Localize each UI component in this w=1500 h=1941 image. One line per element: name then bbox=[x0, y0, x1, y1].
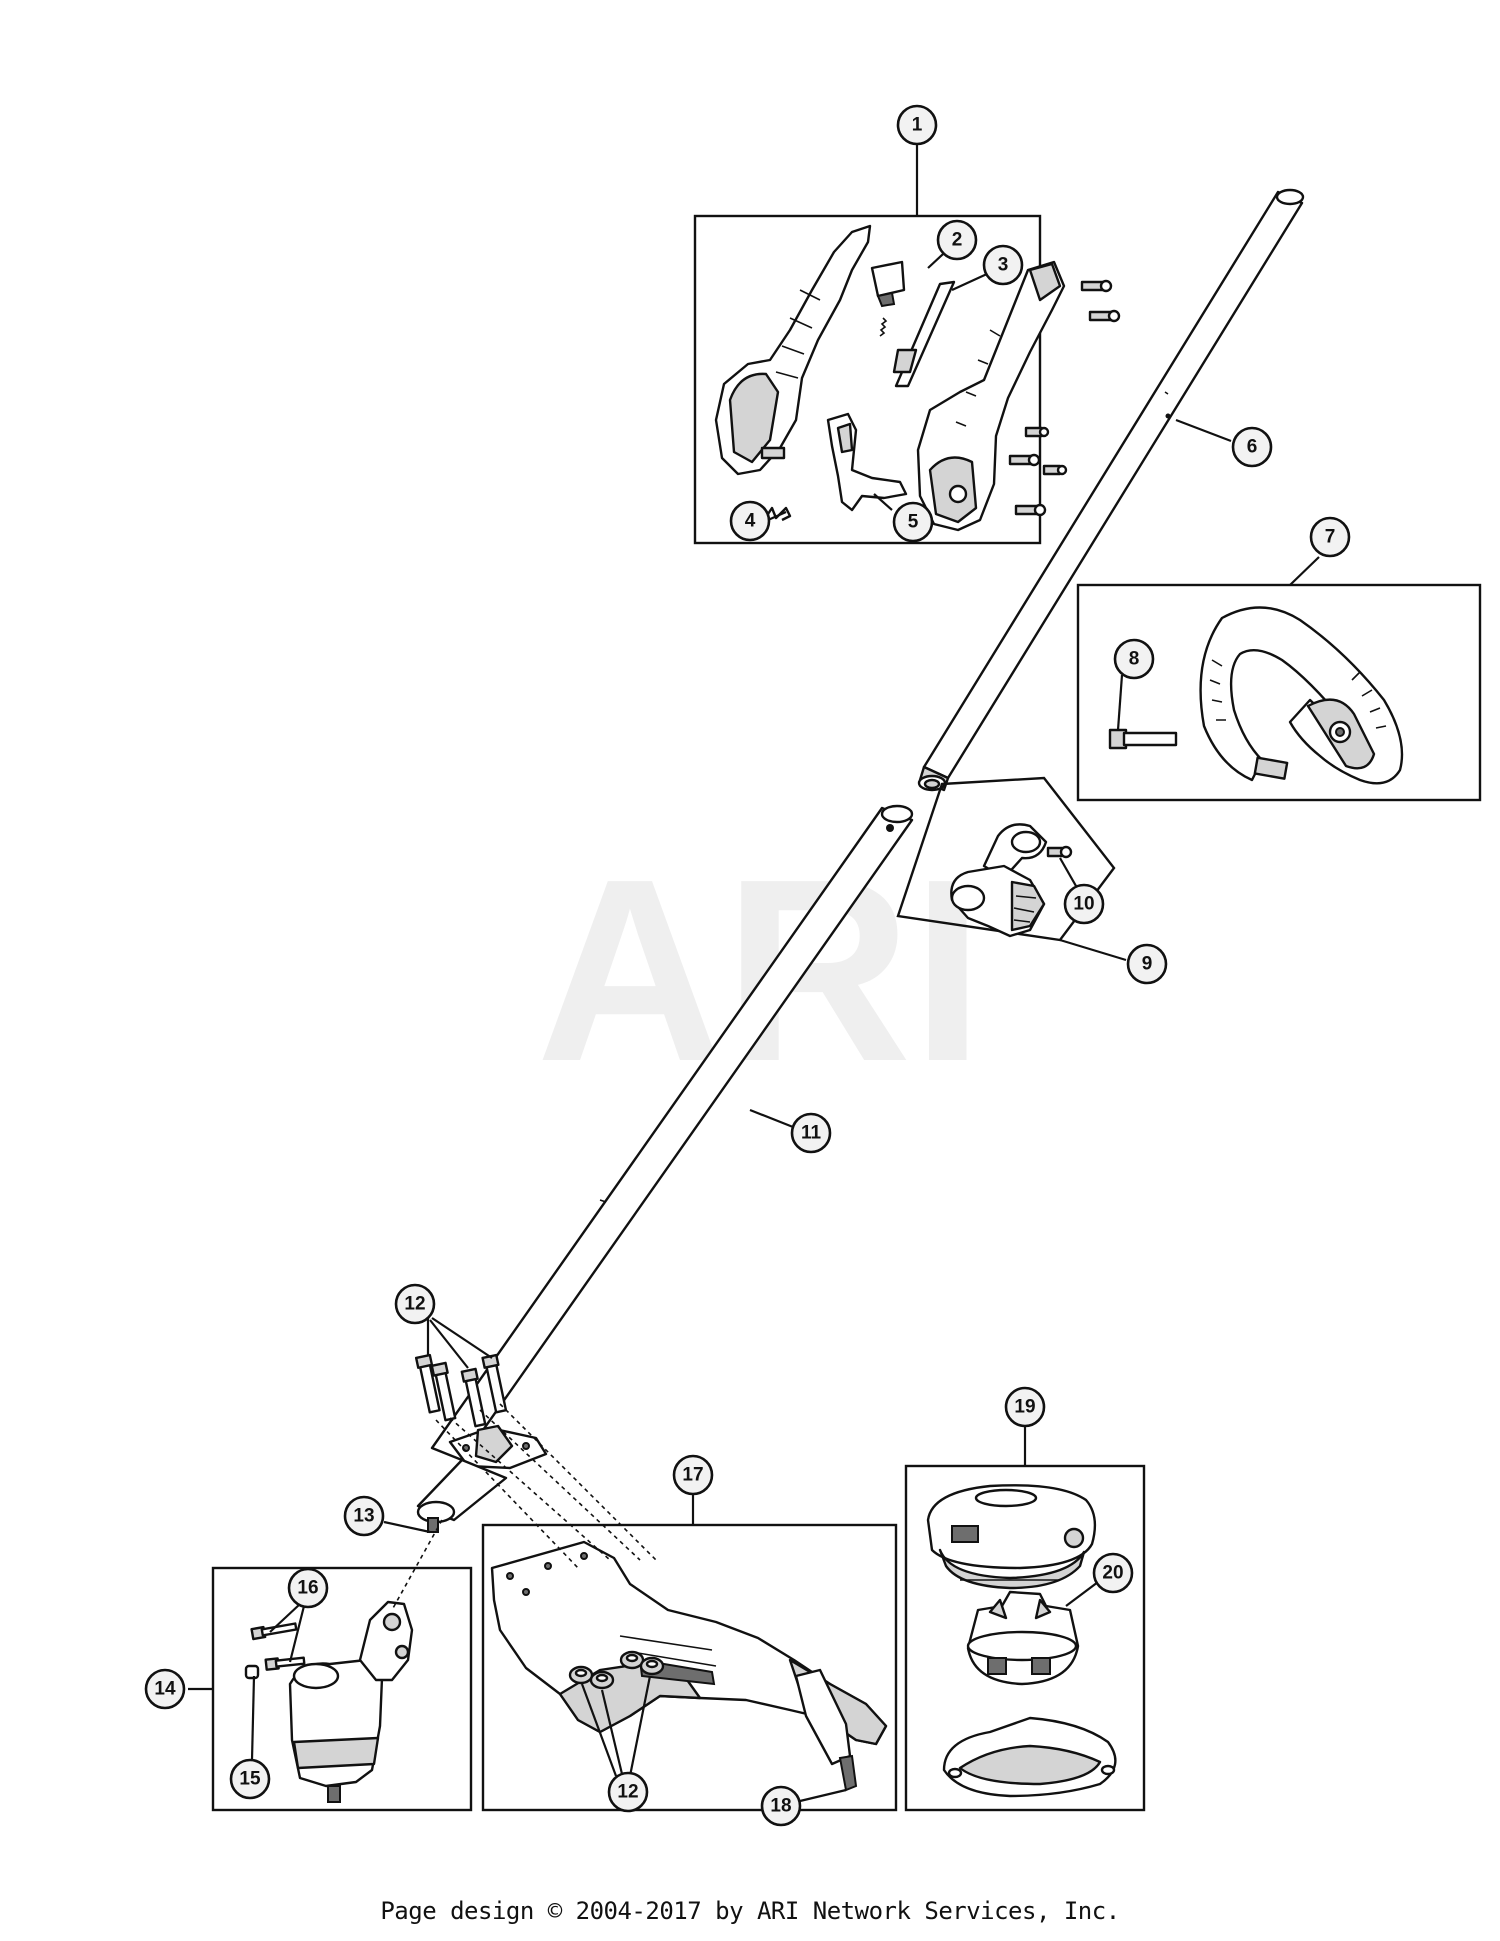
spool-cover[interactable] bbox=[942, 1716, 1117, 1798]
callout-5: 5 bbox=[892, 501, 934, 543]
guard-box bbox=[481, 1523, 898, 1812]
svg-text:12: 12 bbox=[617, 1782, 638, 1803]
spool-part[interactable] bbox=[966, 1590, 1080, 1686]
loop-handle[interactable] bbox=[1199, 606, 1404, 785]
svg-text:7: 7 bbox=[1325, 527, 1336, 548]
guard-screws[interactable] bbox=[414, 1353, 508, 1428]
callout-14: 14 bbox=[144, 1668, 186, 1710]
leader-lines bbox=[188, 144, 1320, 1803]
svg-text:11: 11 bbox=[801, 1123, 822, 1144]
svg-text:15: 15 bbox=[239, 1769, 261, 1790]
upper-shaft[interactable] bbox=[917, 188, 1305, 792]
callout-1: 1 bbox=[896, 104, 938, 146]
handle-assembly-box bbox=[693, 214, 1042, 545]
svg-text:3: 3 bbox=[998, 255, 1009, 276]
svg-text:13: 13 bbox=[353, 1506, 374, 1527]
svg-text:12: 12 bbox=[404, 1294, 425, 1315]
callout-2: 2 bbox=[936, 219, 978, 261]
svg-text:9: 9 bbox=[1142, 954, 1153, 975]
callout-15: 15 bbox=[229, 1758, 271, 1800]
svg-text:5: 5 bbox=[908, 512, 919, 533]
callout-12-upper: 12 bbox=[394, 1283, 436, 1325]
svg-text:4: 4 bbox=[745, 511, 756, 532]
switch-part[interactable] bbox=[870, 260, 906, 308]
callout-3: 3 bbox=[982, 244, 1024, 286]
callout-20: 20 bbox=[1092, 1552, 1134, 1594]
callout-18: 18 bbox=[760, 1785, 802, 1827]
callout-7: 7 bbox=[1309, 516, 1351, 558]
callout-8: 8 bbox=[1113, 638, 1155, 680]
svg-text:10: 10 bbox=[1073, 894, 1094, 915]
callout-12-lower: 12 bbox=[607, 1771, 649, 1813]
rear-handle-box bbox=[1076, 583, 1482, 802]
drive-shaft-end[interactable] bbox=[416, 1458, 508, 1533]
svg-text:20: 20 bbox=[1102, 1563, 1123, 1584]
trigger-part[interactable] bbox=[826, 412, 908, 512]
housing-screws[interactable] bbox=[1008, 279, 1121, 517]
guard-bracket[interactable] bbox=[448, 1424, 548, 1470]
handle-housing-left[interactable] bbox=[714, 224, 872, 476]
trimmer-head-housing[interactable] bbox=[926, 1484, 1097, 1590]
handle-bolt[interactable] bbox=[1108, 728, 1178, 750]
callout-17: 17 bbox=[672, 1454, 714, 1496]
svg-text:16: 16 bbox=[297, 1578, 318, 1599]
svg-text:2: 2 bbox=[952, 230, 963, 251]
svg-text:14: 14 bbox=[154, 1679, 176, 1700]
svg-text:1: 1 bbox=[912, 115, 923, 136]
line-cutter-blade[interactable] bbox=[794, 1668, 858, 1792]
shaft-clamp[interactable] bbox=[950, 823, 1048, 938]
spring-part[interactable] bbox=[763, 506, 792, 522]
svg-text:8: 8 bbox=[1129, 649, 1140, 670]
gear-head[interactable] bbox=[288, 1600, 414, 1803]
callout-4: 4 bbox=[729, 500, 771, 542]
callout-16: 16 bbox=[287, 1567, 329, 1609]
handle-housing-right[interactable] bbox=[916, 260, 1066, 532]
svg-text:19: 19 bbox=[1014, 1397, 1035, 1418]
callout-10: 10 bbox=[1063, 883, 1105, 925]
guard-nuts[interactable] bbox=[568, 1650, 665, 1690]
trigger-link-part[interactable] bbox=[879, 280, 956, 388]
callout-11: 11 bbox=[790, 1112, 832, 1154]
svg-text:18: 18 bbox=[770, 1796, 791, 1817]
callout-19: 19 bbox=[1004, 1386, 1046, 1428]
clamp-screw[interactable] bbox=[1046, 845, 1073, 859]
svg-text:17: 17 bbox=[682, 1465, 703, 1486]
copyright-footer: Page design © 2004-2017 by ARI Network S… bbox=[380, 1897, 1120, 1925]
callout-13: 13 bbox=[343, 1495, 385, 1537]
callout-9: 9 bbox=[1126, 943, 1168, 985]
callout-6: 6 bbox=[1231, 426, 1273, 468]
watermark-logo: ARI bbox=[536, 826, 984, 1116]
svg-text:6: 6 bbox=[1247, 437, 1258, 458]
